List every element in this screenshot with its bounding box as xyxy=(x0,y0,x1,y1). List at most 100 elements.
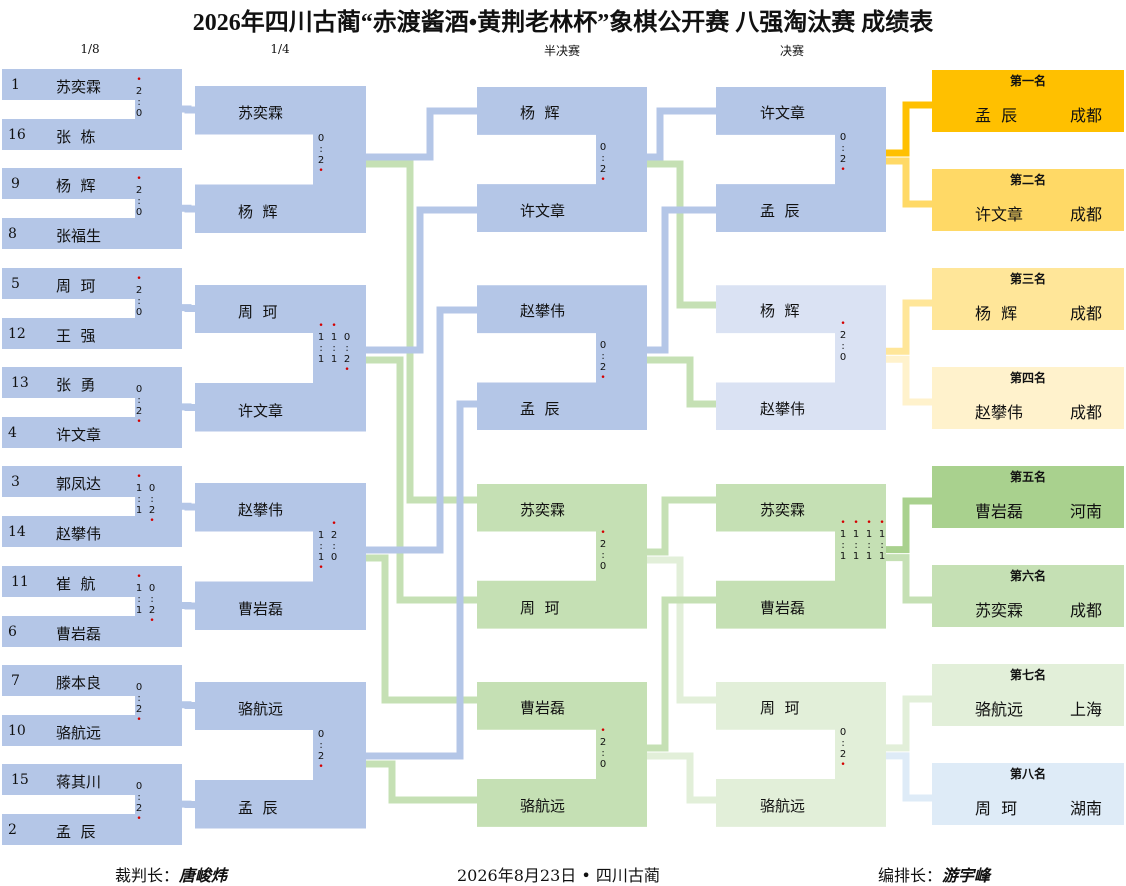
score-sep: : xyxy=(597,351,609,362)
rank-5-name: 曹岩磊 xyxy=(975,498,1023,522)
r16-match-2-score-game-1: •2:0 xyxy=(133,174,145,229)
win-dot xyxy=(597,329,609,340)
r16-match-5-bottom-seed: 14 xyxy=(8,524,26,540)
win-dot xyxy=(597,770,609,781)
score-bottom: 1 xyxy=(315,354,327,365)
r16-match-5-bottom-name: 赵攀伟 xyxy=(56,523,101,544)
r16-match-4-bottom-name: 许文章 xyxy=(56,424,101,445)
score-top: 0 xyxy=(341,332,353,343)
score-sep: : xyxy=(146,594,158,605)
rank-7-label: 第七名 xyxy=(932,666,1124,683)
r16-to-qf-wire-6 xyxy=(182,606,196,607)
referee-label: 裁判长： xyxy=(115,866,179,885)
r16-match-5-top-name: 郭凤达 xyxy=(56,473,101,494)
win-dot: • xyxy=(863,518,875,529)
score-top: 0 xyxy=(597,340,609,351)
qf-match-3-bottom-name: 曹岩磊 xyxy=(238,598,283,619)
arranger-name: 游宇峰 xyxy=(942,866,990,885)
score-sep: : xyxy=(146,494,158,505)
r16-match-2-top-name: 杨 辉 xyxy=(56,175,96,196)
score-bottom: 2 xyxy=(315,751,327,762)
score-top: 1 xyxy=(837,529,849,540)
r16-match-4-bottom-seed: 4 xyxy=(8,425,17,441)
score-bottom: 0 xyxy=(133,207,145,218)
win-dot xyxy=(597,131,609,142)
r16-match-6-bottom-name: 曹岩磊 xyxy=(56,623,101,644)
r16-match-3-bottom-seed: 12 xyxy=(8,326,26,342)
win-dot: • xyxy=(315,166,327,177)
r16-to-qf-wire-3 xyxy=(182,308,196,309)
rank-3-label: 第三名 xyxy=(932,270,1124,287)
sf-match-1-top-name: 杨 辉 xyxy=(520,102,560,123)
score-bottom: 2 xyxy=(837,749,849,760)
r16-match-6-score-game-2: 0:2• xyxy=(146,572,158,627)
win-dot: • xyxy=(837,760,849,771)
win-dot xyxy=(133,616,145,627)
win-dot: • xyxy=(146,616,158,627)
win-dot: • xyxy=(133,174,145,185)
score-bottom: 2 xyxy=(146,605,158,616)
score-bottom: 2 xyxy=(133,406,145,417)
sf3-loser-wire xyxy=(647,560,717,700)
win-dot: • xyxy=(315,321,327,332)
win-dot: • xyxy=(597,175,609,186)
final-match-4-score-game-1: 0:2• xyxy=(837,716,849,771)
score-bottom: 1 xyxy=(837,551,849,562)
final-match-2-top-name: 杨 辉 xyxy=(760,300,800,321)
qf-match-2-score-game-2: •1:1 xyxy=(328,321,340,376)
score-sep: : xyxy=(328,343,340,354)
score-top: 1 xyxy=(876,529,888,540)
score-bottom: 1 xyxy=(876,551,888,562)
qf-match-2-bottom-name: 许文章 xyxy=(238,400,283,421)
r16-match-8-score-game-1: 0:2• xyxy=(133,770,145,825)
final-match-3-score-game-4: •1:1 xyxy=(876,518,888,573)
sf4-loser-wire xyxy=(647,756,717,800)
score-top: 1 xyxy=(850,529,862,540)
r16-match-6-top-seed: 11 xyxy=(11,574,29,590)
rank-8-city: 湖南 xyxy=(1070,795,1102,819)
referee-info: 裁判长：唐峻炜 xyxy=(115,862,227,886)
score-sep: : xyxy=(597,550,609,561)
score-sep: : xyxy=(133,97,145,108)
score-bottom: 0 xyxy=(133,307,145,318)
r16-to-qf-wire-4 xyxy=(182,407,196,408)
r16-match-6-top-name: 崔 航 xyxy=(56,573,96,594)
r16-match-1-bottom-seed: 16 xyxy=(8,127,26,143)
score-top: 0 xyxy=(133,781,145,792)
rank-1-city: 成都 xyxy=(1070,102,1102,126)
win-dot: • xyxy=(341,365,353,376)
score-sep: : xyxy=(315,144,327,155)
sf2-loser-wire xyxy=(647,360,717,404)
r16-match-8-top-seed: 15 xyxy=(11,772,29,788)
r16-match-7-top-seed: 7 xyxy=(11,673,20,689)
win-dot xyxy=(328,563,340,574)
rank-2-city: 成都 xyxy=(1070,201,1102,225)
r16-match-8-bottom-name: 孟 辰 xyxy=(56,821,96,842)
win-dot xyxy=(315,519,327,530)
score-top: 2 xyxy=(597,737,609,748)
score-bottom: 2 xyxy=(341,354,353,365)
score-top: 2 xyxy=(133,86,145,97)
final-match-1-score-game-1: 0:2• xyxy=(837,121,849,176)
final-to-rank-wire-7 xyxy=(886,699,933,748)
sf-match-1-bottom-name: 许文章 xyxy=(520,200,565,221)
score-top: 0 xyxy=(837,132,849,143)
final-match-4-bottom-name: 骆航远 xyxy=(760,795,805,816)
score-top: 1 xyxy=(863,529,875,540)
win-dot xyxy=(837,562,849,573)
win-dot xyxy=(133,119,145,130)
score-sep: : xyxy=(315,343,327,354)
win-dot: • xyxy=(133,715,145,726)
score-top: 1 xyxy=(315,332,327,343)
rank-7-city: 上海 xyxy=(1070,696,1102,720)
rank-2-label: 第二名 xyxy=(932,171,1124,188)
qf2-winner-wire xyxy=(366,210,478,350)
win-dot: • xyxy=(597,528,609,539)
r16-match-4-top-seed: 13 xyxy=(11,375,29,391)
sf-match-3-score-game-1: •2:0 xyxy=(597,528,609,583)
score-sep: : xyxy=(597,153,609,164)
r16-match-4-score-game-1: 0:2• xyxy=(133,373,145,428)
score-bottom: 0 xyxy=(133,108,145,119)
sf3-winner-wire xyxy=(647,500,717,552)
win-dot: • xyxy=(328,519,340,530)
